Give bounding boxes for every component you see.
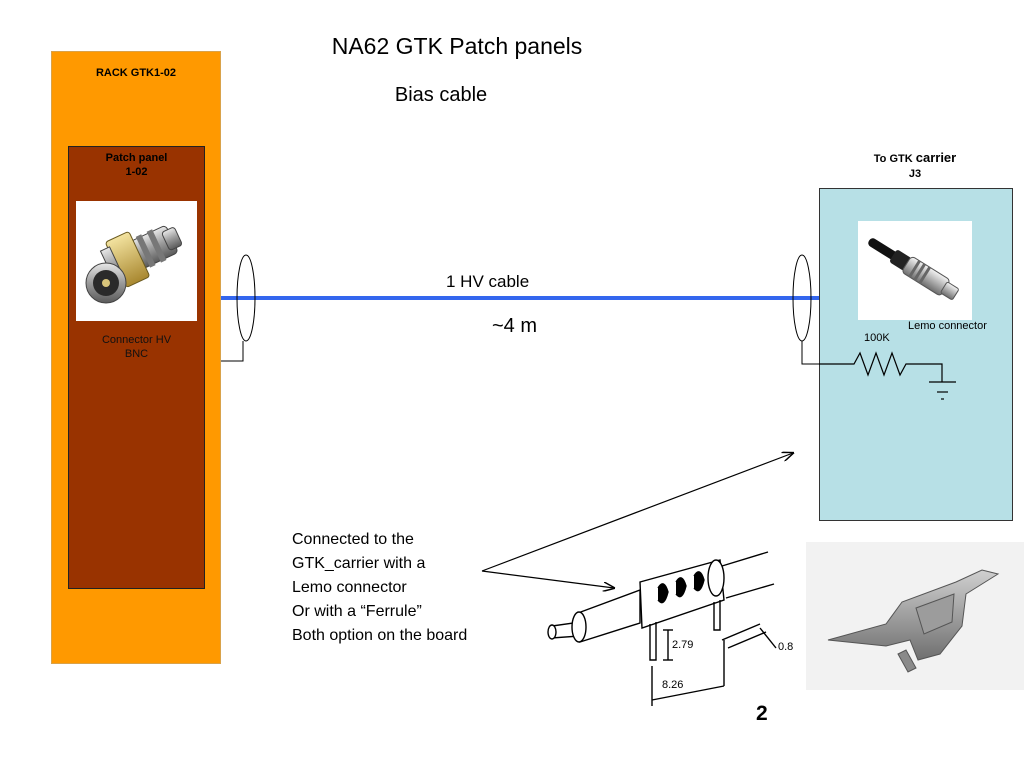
- note-line-4: Or with a “Ferrule”: [292, 603, 422, 620]
- note-line-5: Both option on the board: [292, 627, 468, 644]
- page-subtitle: Bias cable: [394, 84, 488, 106]
- rack-label: RACK GTK1-02: [95, 67, 177, 79]
- carrier-label: To GTK carrier J3: [840, 150, 990, 182]
- resistor-label: 100K: [864, 332, 890, 344]
- note-line-1: Connected to the: [292, 531, 414, 548]
- cable-label: 1 HV cable: [446, 272, 530, 291]
- arrow-to-ferrule: [481, 570, 614, 588]
- note-line-3: Lemo connector: [292, 579, 407, 596]
- bnc-connector-photo: [76, 201, 197, 321]
- dim-height-label: 2.79: [672, 639, 693, 651]
- cable-length-label: ~4 m: [492, 315, 538, 337]
- connection-note: Connected to the GTK_carrier with a Lemo…: [292, 528, 467, 648]
- page-title: NA62 GTK Patch panels: [331, 33, 583, 59]
- lemo-connector-icon: [868, 238, 959, 300]
- patch-panel-label: Patch panel 1-02: [68, 151, 205, 179]
- patch-panel-label-line2: 1-02: [125, 166, 148, 178]
- carrier-label-line1: To GTK carrier: [840, 150, 990, 167]
- note-line-2: GTK_carrier with a: [292, 555, 426, 572]
- lemo-connector-photo: [858, 221, 972, 320]
- page-number: 2: [756, 702, 768, 725]
- carrier-label-prefix: To GTK: [873, 153, 913, 165]
- ferrule-photo: [806, 542, 1024, 690]
- resistor-symbol: [819, 351, 943, 382]
- dim-width-label: 8.26: [662, 679, 683, 691]
- bnc-connector-icon: [85, 225, 183, 304]
- bnc-connector-label: Connector HV BNC: [68, 333, 205, 361]
- carrier-label-word: carrier: [915, 150, 957, 165]
- bnc-label-line2: BNC: [124, 348, 149, 360]
- shield-wire-left: [221, 341, 244, 362]
- patch-panel-label-line1: Patch panel: [105, 152, 168, 164]
- shield-wire-right: [801, 341, 819, 365]
- shield-ring-left: [236, 254, 256, 342]
- carrier-label-line2: J3: [908, 168, 922, 180]
- ferrule-icon: [827, 569, 1000, 673]
- dim-thickness-label: 0.8: [778, 641, 793, 653]
- bnc-label-line1: Connector HV: [101, 334, 172, 346]
- lemo-connector-label: Lemo connector: [908, 320, 987, 332]
- ferrule-drawing: [547, 551, 777, 706]
- arrow-to-carrier: [481, 453, 793, 572]
